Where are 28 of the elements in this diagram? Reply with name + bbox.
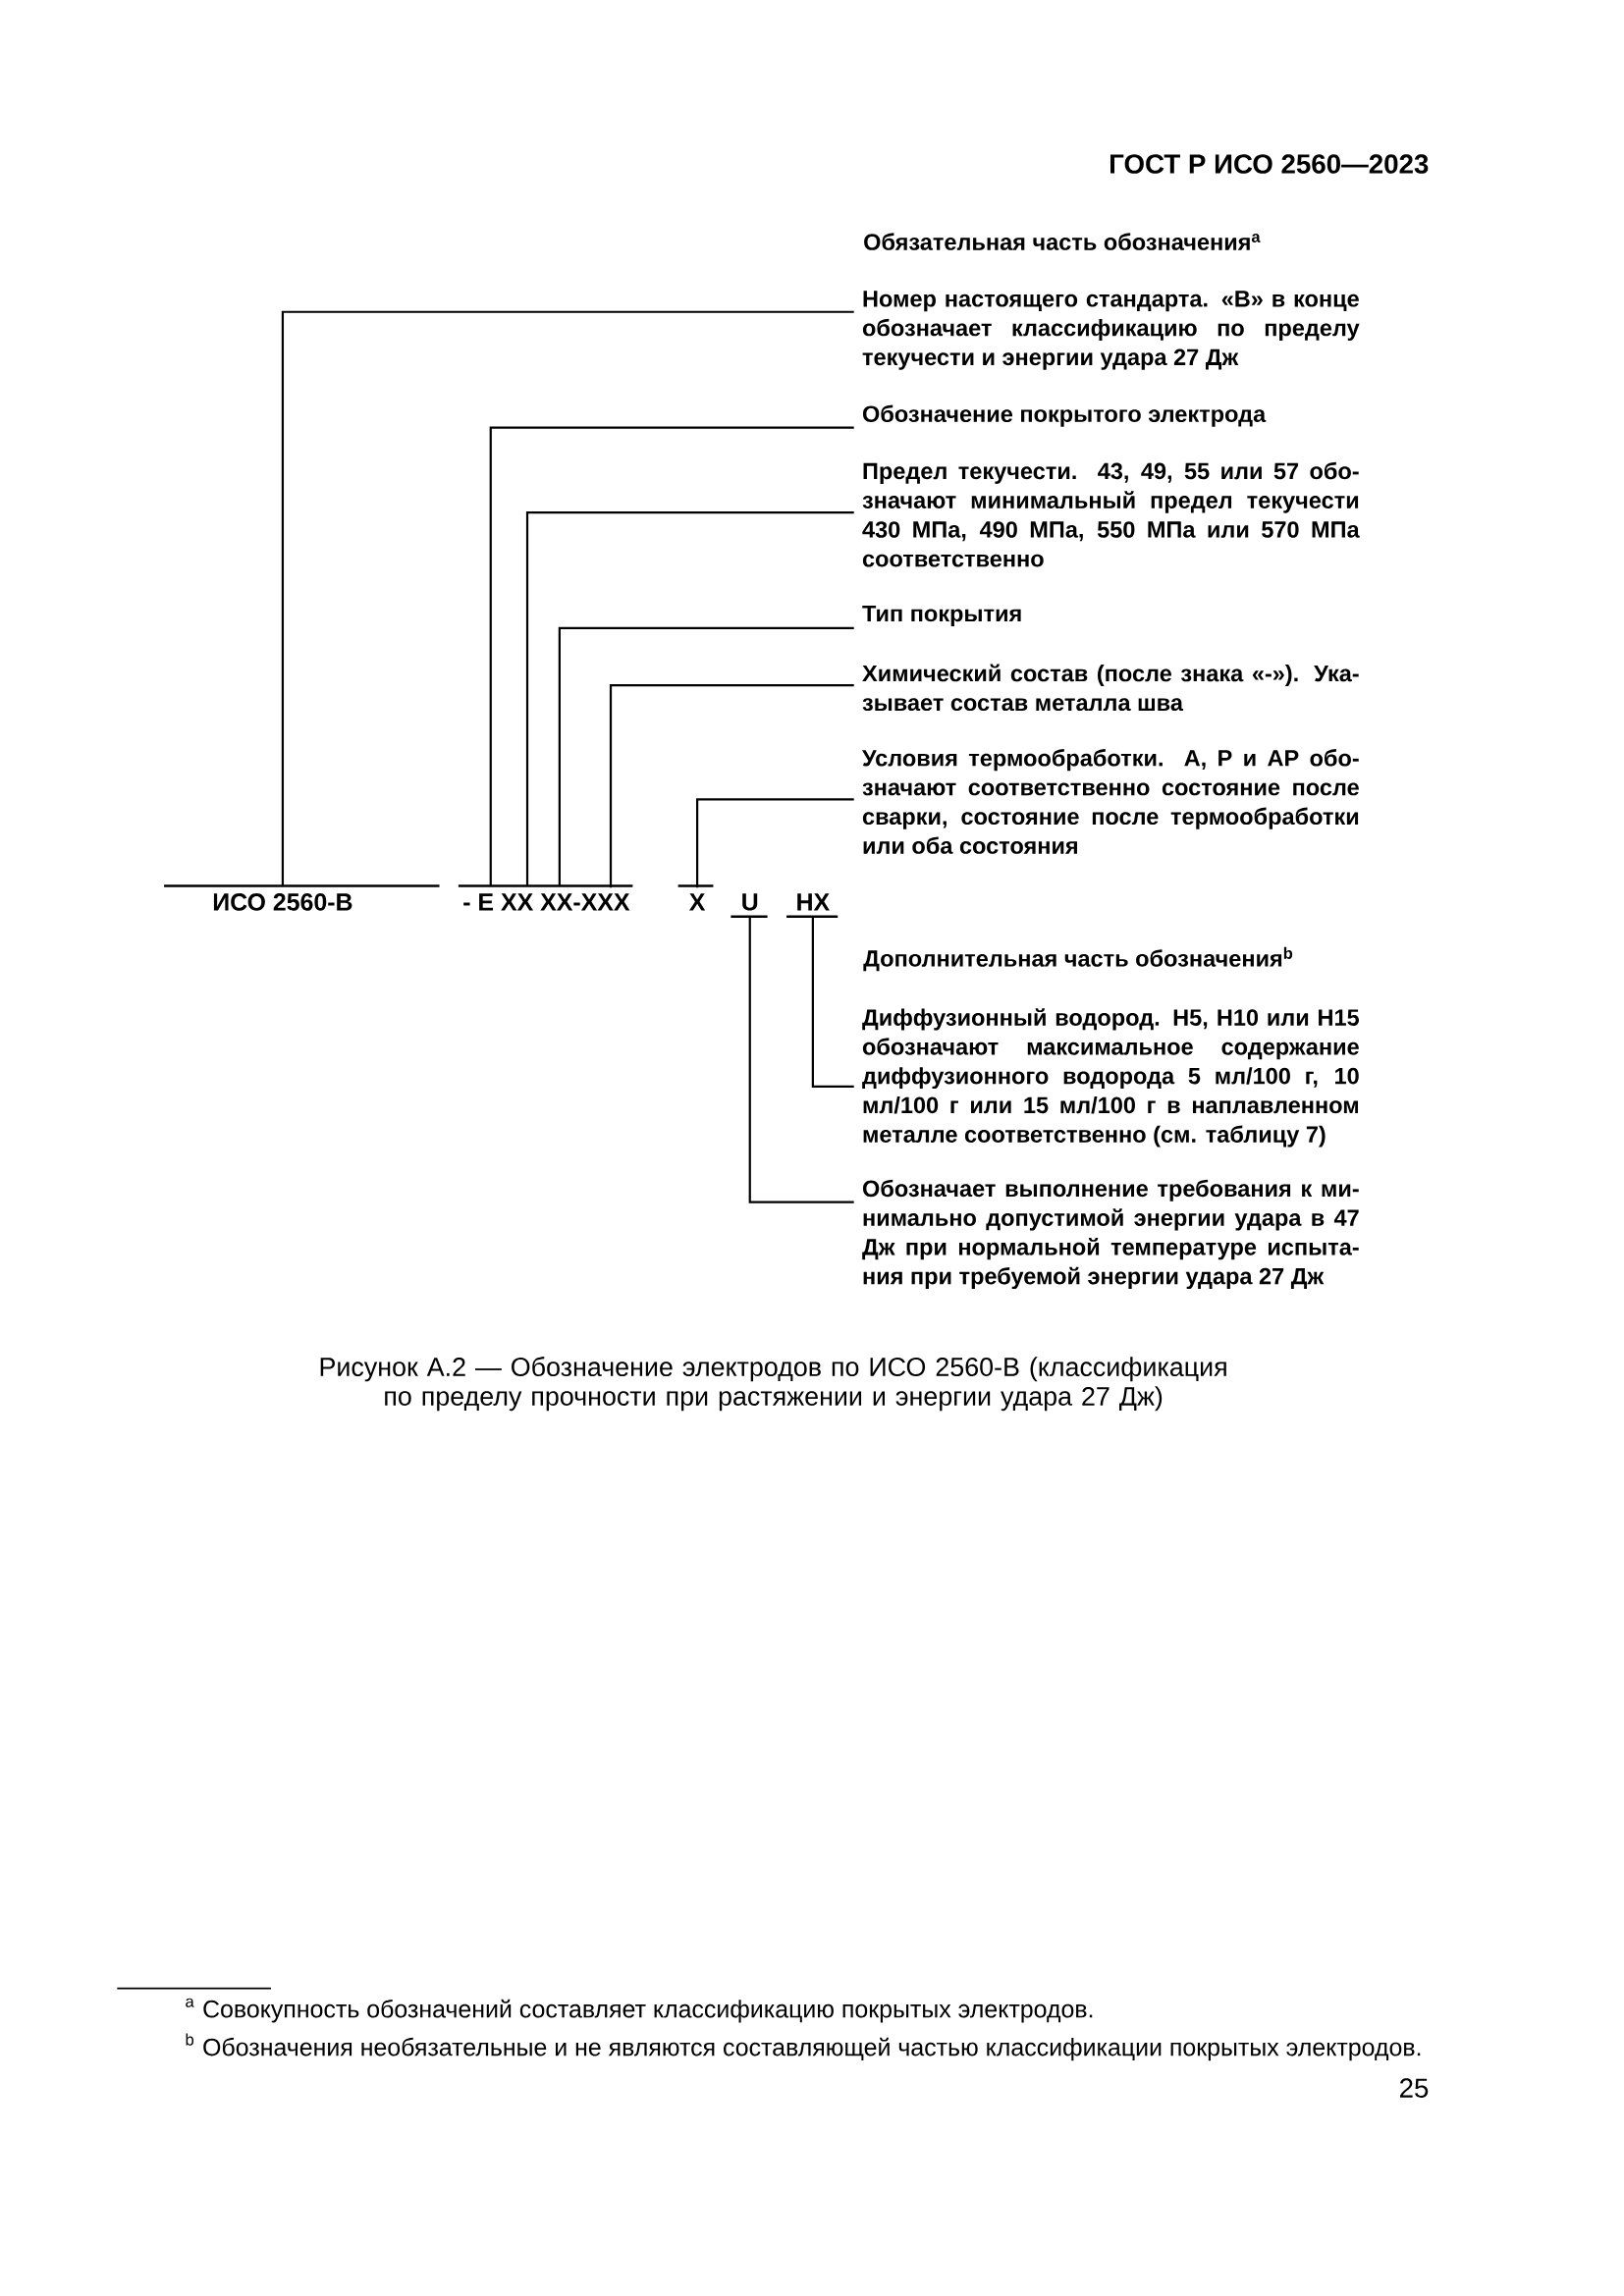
description-text: Обозначает выполнение требования к ми- нимально допустимой энергии удара в 47 Дж при нормальной температуре испыта- ния при требуемой энергии удара 27 Дж xyxy=(862,1179,1359,1290)
description-text: Предел текучести. 43, 49, 55 или 57 обо- значают минимальный предел текучести 430 МПа, 490 МПа, 550 МПа или 570 МПа соответственно xyxy=(862,461,1360,567)
description-text: Обозначение покрытого электрода xyxy=(862,404,1267,427)
designation-code: U xyxy=(731,893,768,919)
page-header: ГОСТ Р ИСО 2560—2023 xyxy=(1110,154,1429,174)
leader-line xyxy=(695,798,854,888)
leader-line xyxy=(281,310,854,886)
leader-line xyxy=(609,683,854,888)
leader-line xyxy=(489,426,854,886)
leader-line xyxy=(748,916,854,1203)
description-text: Диффузионный водород. Н5, Н10 или Н15 обозначают максимальное содержание диффузионного водорода 5 мл/100 г, 10 мл/100 г или 15 мл/100 г в наплавленном металле соответственно (см. таблицу 7) xyxy=(862,1008,1359,1148)
designation-code: ИСО 2560-В xyxy=(163,884,440,911)
designation-code: НХ xyxy=(785,893,839,919)
section-heading: Дополнительная часть обозначения$^{b}$ xyxy=(863,946,1292,972)
designation-code: - Е ХХ ХХ-ХХХ xyxy=(458,884,633,911)
page-number: 25 xyxy=(1399,2078,1429,2098)
description-text: Условия термообработки. А, Р и АР обо- значают соответственно состояние после сварки, состояние после термообработки или оба состояния xyxy=(861,749,1359,854)
caption: Рисунок А.2 — Обозначение электродов по ИСО 2560-В (классификация по пределу прочности при растяжении и энергии удара 27 Дж) xyxy=(320,1357,1226,1412)
description-text: Тип покрытия xyxy=(862,605,1021,626)
leader-line xyxy=(525,511,854,886)
footnote: $^{b}$ Обозначения необязательные и не являются составляющей частью классификации покрытых электродов. xyxy=(186,2033,1421,2061)
leader-line xyxy=(558,626,854,886)
description-text: Химический состав (после знака «-»). Ука- зывает состав металла шва xyxy=(862,664,1359,712)
description-text: Номер настоящего стандарта. «В» в конце обозначает классификацию по пределу текучести и энергии удара 27 Дж xyxy=(862,291,1360,370)
section-heading: Обязательная часть обозначения$^{a}$ xyxy=(863,233,1261,250)
leader-line xyxy=(811,916,854,1088)
designation-code: Х xyxy=(677,884,714,911)
footnote: $^{a}$ Совокупность обозначений составляет классификацию покрытых электродов. xyxy=(186,1998,1093,2023)
